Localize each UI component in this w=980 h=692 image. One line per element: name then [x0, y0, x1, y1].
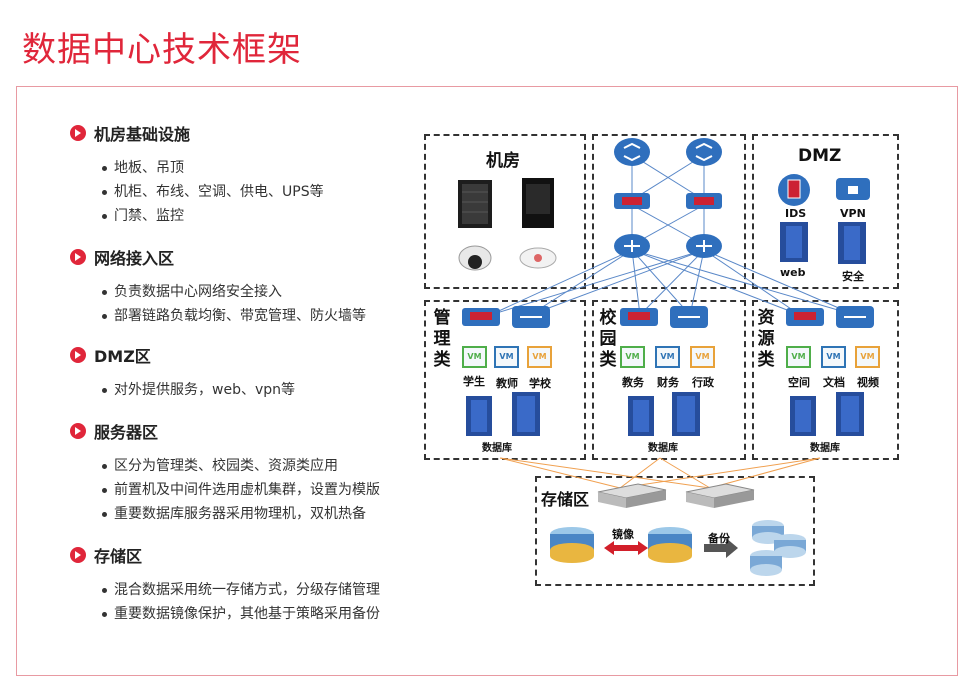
- network-core-box: [592, 134, 746, 289]
- vm-label: 文档: [823, 376, 845, 389]
- backup-label: 备份: [708, 532, 730, 545]
- section-server-zone: 服务器区 区分为管理类、校园类、资源类应用 前置机及中间件选用虚机集群，设置为模…: [70, 420, 380, 526]
- storage-label: 存储区: [541, 490, 590, 509]
- list-item: 区分为管理类、校园类、资源类应用: [100, 454, 380, 478]
- list-item: 前置机及中间件选用虚机集群，设置为模版: [100, 478, 380, 502]
- vm-label: 空间: [788, 376, 810, 389]
- db-label: 数据库: [482, 443, 512, 454]
- vm-label: 学校: [529, 377, 551, 390]
- group-label-campus: 校园类: [599, 308, 617, 370]
- vm-label: 教师: [496, 377, 518, 390]
- web-label: web: [780, 266, 806, 279]
- machine-room-label: 机房: [486, 151, 520, 171]
- list-item: 混合数据采用统一存储方式，分级存储管理: [100, 578, 380, 602]
- vm-icon: VM: [821, 346, 846, 368]
- section-dmz: DMZ区 对外提供服务，web、vpn等: [70, 344, 295, 402]
- arrow-bullet-icon: [70, 347, 86, 363]
- vm-label: 财务: [657, 376, 679, 389]
- security-label: 安全: [842, 270, 864, 283]
- section-title: 存储区: [94, 547, 143, 566]
- group-label-resource: 资源类: [757, 308, 775, 370]
- vm-icon: VM: [855, 346, 880, 368]
- list-item: 重要数据镜像保护，其他基于策略采用备份: [100, 602, 380, 626]
- vm-icon: VM: [690, 346, 715, 368]
- list-item: 重要数据库服务器采用物理机，双机热备: [100, 502, 380, 526]
- vm-icon: VM: [655, 346, 680, 368]
- group-label-management: 管理类: [433, 308, 451, 370]
- vm-icon: VM: [494, 346, 519, 368]
- mirror-label: 镜像: [612, 528, 634, 541]
- list-item: 对外提供服务，web、vpn等: [100, 378, 295, 402]
- ids-label: IDS: [785, 207, 807, 220]
- vm-label: 行政: [692, 376, 714, 389]
- arrow-bullet-icon: [70, 125, 86, 141]
- vm-icon: VM: [462, 346, 487, 368]
- arrow-bullet-icon: [70, 547, 86, 563]
- list-item: 部署链路负载均衡、带宽管理、防火墙等: [100, 304, 366, 328]
- vm-label: 学生: [463, 375, 485, 388]
- content-frame: [16, 86, 958, 676]
- arrow-bullet-icon: [70, 249, 86, 265]
- section-title: 机房基础设施: [94, 125, 191, 144]
- dmz-label: DMZ: [798, 146, 842, 166]
- vm-icon: VM: [527, 346, 552, 368]
- section-infrastructure: 机房基础设施 地板、吊顶 机柜、布线、空调、供电、UPS等 门禁、监控: [70, 122, 324, 228]
- section-title: 网络接入区: [94, 249, 175, 268]
- list-item: 负责数据中心网络安全接入: [100, 280, 366, 304]
- list-item: 门禁、监控: [100, 204, 324, 228]
- section-network-access: 网络接入区 负责数据中心网络安全接入 部署链路负载均衡、带宽管理、防火墙等: [70, 246, 366, 328]
- section-storage: 存储区 混合数据采用统一存储方式，分级存储管理 重要数据镜像保护，其他基于策略采…: [70, 544, 380, 626]
- vm-icon: VM: [620, 346, 645, 368]
- arrow-bullet-icon: [70, 423, 86, 439]
- db-label: 数据库: [648, 443, 678, 454]
- vm-label: 视频: [857, 376, 879, 389]
- list-item: 地板、吊顶: [100, 156, 324, 180]
- list-item: 机柜、布线、空调、供电、UPS等: [100, 180, 324, 204]
- section-title: 服务器区: [94, 423, 159, 442]
- vm-label: 教务: [622, 376, 644, 389]
- section-title: DMZ区: [94, 347, 151, 366]
- page-title: 数据中心技术框架: [22, 30, 302, 70]
- vm-icon: VM: [786, 346, 811, 368]
- vpn-label: VPN: [840, 207, 866, 220]
- db-label: 数据库: [810, 443, 840, 454]
